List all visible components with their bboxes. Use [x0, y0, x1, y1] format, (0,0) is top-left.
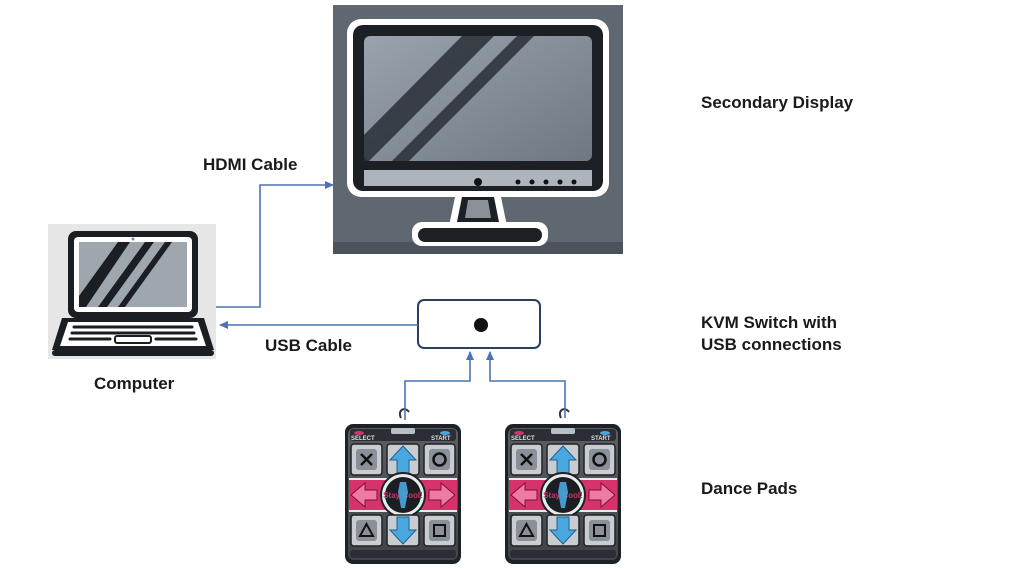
dance-pad-left: [343, 407, 463, 566]
hdmi-cable-label: HDMI Cable: [203, 155, 298, 174]
kvm-label-line2: USB connections: [701, 335, 842, 354]
monitor-icon: [333, 5, 623, 254]
dance-pads-label: Dance Pads: [701, 479, 798, 498]
right-pad-connector: [486, 351, 566, 418]
secondary-display-label: Secondary Display: [701, 93, 854, 112]
kvm-switch-box: [417, 299, 541, 349]
dance-pad-right: [503, 407, 623, 566]
kvm-label-line1: KVM Switch with: [701, 313, 837, 332]
usb-cable-label: USB Cable: [265, 336, 352, 355]
left-pad-connector: [404, 351, 474, 420]
hdmi-cable-line: [216, 181, 334, 308]
computer-label: Computer: [94, 374, 175, 393]
laptop-icon: [48, 224, 216, 359]
